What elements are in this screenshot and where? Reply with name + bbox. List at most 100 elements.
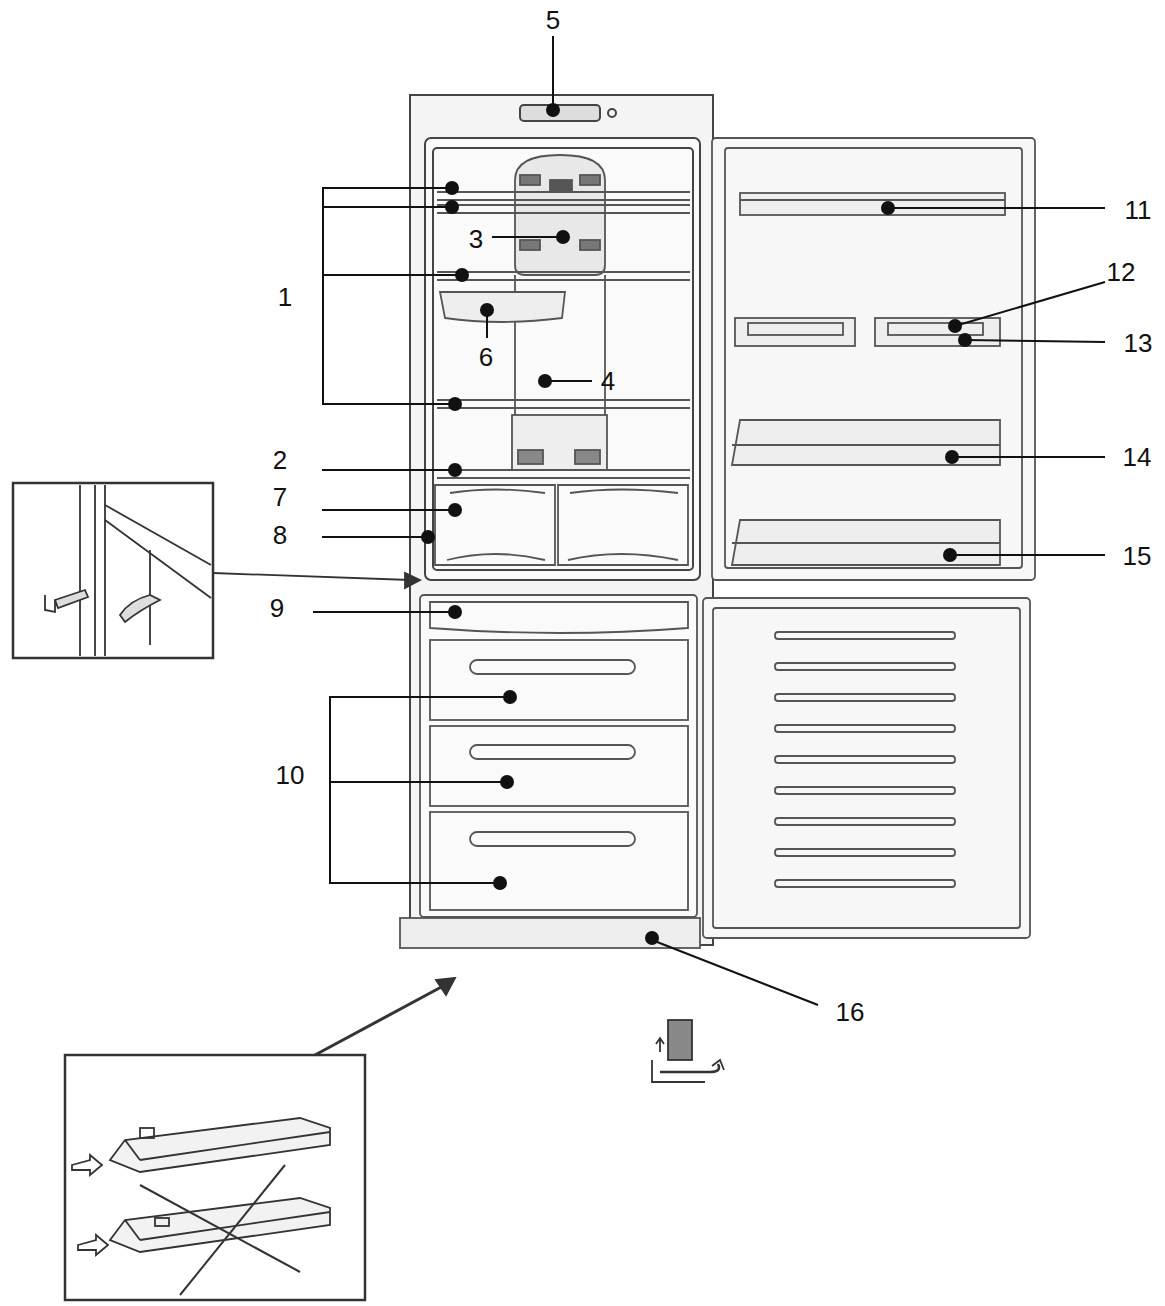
callout-dot: [448, 503, 462, 517]
fridge-interior: [520, 175, 540, 185]
freezer-door: [703, 598, 1030, 938]
freezer-compartment: [430, 602, 688, 633]
fridge-interior: [580, 240, 600, 250]
callout-number: 9: [270, 595, 284, 621]
fridge-interior: [570, 490, 678, 494]
callout-dot: [493, 876, 507, 890]
fridge-interior: [550, 180, 572, 192]
callout-dot: [445, 181, 459, 195]
fridge-interior: [558, 485, 688, 565]
callout-number: 14: [1123, 444, 1152, 470]
freezer-compartment: [400, 595, 700, 948]
callout-dot: [546, 103, 560, 117]
fridge-door: [725, 148, 1022, 568]
drawer-inset: [78, 1235, 108, 1255]
leader-line: [950, 554, 1105, 556]
freezer-compartment: [400, 918, 700, 948]
detail-inset: [104, 485, 106, 656]
leader-line: [313, 36, 1105, 1005]
leader-line: [652, 940, 818, 1005]
drawer-inset: [436, 978, 455, 995]
callout-dot: [448, 397, 462, 411]
fridge-cabinet: [520, 105, 600, 121]
callout-dot: [943, 548, 957, 562]
callout-number: 12: [1107, 259, 1136, 285]
callout-dot: [948, 319, 962, 333]
fridge-interior: [437, 212, 690, 214]
callout-dot: [538, 374, 552, 388]
callout-dot: [480, 303, 494, 317]
freezer-door: [775, 756, 955, 763]
freezer-compartment: [430, 640, 688, 720]
fridge-interior: [437, 279, 690, 281]
callout-dot: [445, 200, 459, 214]
drawer-inset: [65, 1055, 365, 1300]
callout-dot: [881, 201, 895, 215]
leader-line: [545, 380, 592, 382]
drawer-inset: [72, 1155, 102, 1175]
detail-inset: [45, 595, 55, 612]
leveling-icon: [652, 1020, 724, 1082]
leader-line: [322, 469, 455, 471]
callout-dot: [958, 333, 972, 347]
detail-inset: [55, 590, 88, 608]
detail-inset: [120, 595, 160, 622]
callout-dot: [503, 690, 517, 704]
detail-inset: [13, 483, 420, 658]
fridge-interior: [437, 477, 690, 479]
freezer-door: [775, 725, 955, 732]
drawer-inset: [125, 1140, 140, 1160]
freezer-compartment: [430, 726, 688, 806]
fridge-door: [732, 420, 1000, 465]
callout-number: 6: [479, 344, 493, 370]
leader-line: [330, 781, 507, 783]
drawer-inset: [140, 1132, 330, 1160]
callout-number: 16: [836, 999, 865, 1025]
callout-number: 15: [1123, 543, 1152, 569]
fridge-door: [732, 444, 1000, 446]
callout-dot: [645, 931, 659, 945]
drawer-inset: [155, 1218, 169, 1226]
leader-line: [330, 697, 510, 883]
fridge-interior: [512, 415, 607, 470]
fridge-interior: [437, 271, 690, 273]
detail-inset: [79, 485, 81, 656]
leader-line: [323, 188, 455, 404]
freezer-door: [775, 787, 955, 794]
leader-line: [965, 340, 1105, 342]
callout-number: 10: [276, 762, 305, 788]
fridge-door: [740, 193, 1005, 215]
detail-inset: [105, 505, 211, 565]
freezer-compartment: [430, 812, 688, 910]
leader-line: [888, 207, 1105, 209]
leader-line: [952, 456, 1105, 458]
freezer-door: [775, 849, 955, 856]
drawer-inset: [140, 1128, 154, 1138]
freezer-compartment: [470, 660, 635, 674]
callout-dot: [556, 230, 570, 244]
fridge-door: [735, 318, 855, 346]
drawer-inset: [180, 1165, 285, 1295]
fridge-interior: [580, 175, 600, 185]
fridge-interior: [437, 204, 690, 206]
detail-inset: [405, 573, 420, 588]
fridge-cabinet: [410, 95, 713, 945]
fridge-interior: [437, 399, 690, 401]
fridge-cabinet: [608, 109, 616, 117]
leader-line: [323, 274, 462, 276]
callout-number: 5: [546, 7, 560, 33]
fridge-interior: [450, 490, 545, 494]
fridge-interior: [515, 155, 605, 275]
callout-number: 7: [273, 484, 287, 510]
drawer-inset: [65, 978, 455, 1300]
freezer-door: [703, 598, 1030, 938]
leader-line: [322, 536, 428, 538]
fridge-door: [748, 323, 843, 335]
leader-line: [323, 206, 452, 208]
detail-inset: [13, 483, 213, 658]
fridge-door: [712, 138, 1035, 580]
leveling-icon: [668, 1020, 692, 1060]
leader-line: [492, 236, 560, 238]
